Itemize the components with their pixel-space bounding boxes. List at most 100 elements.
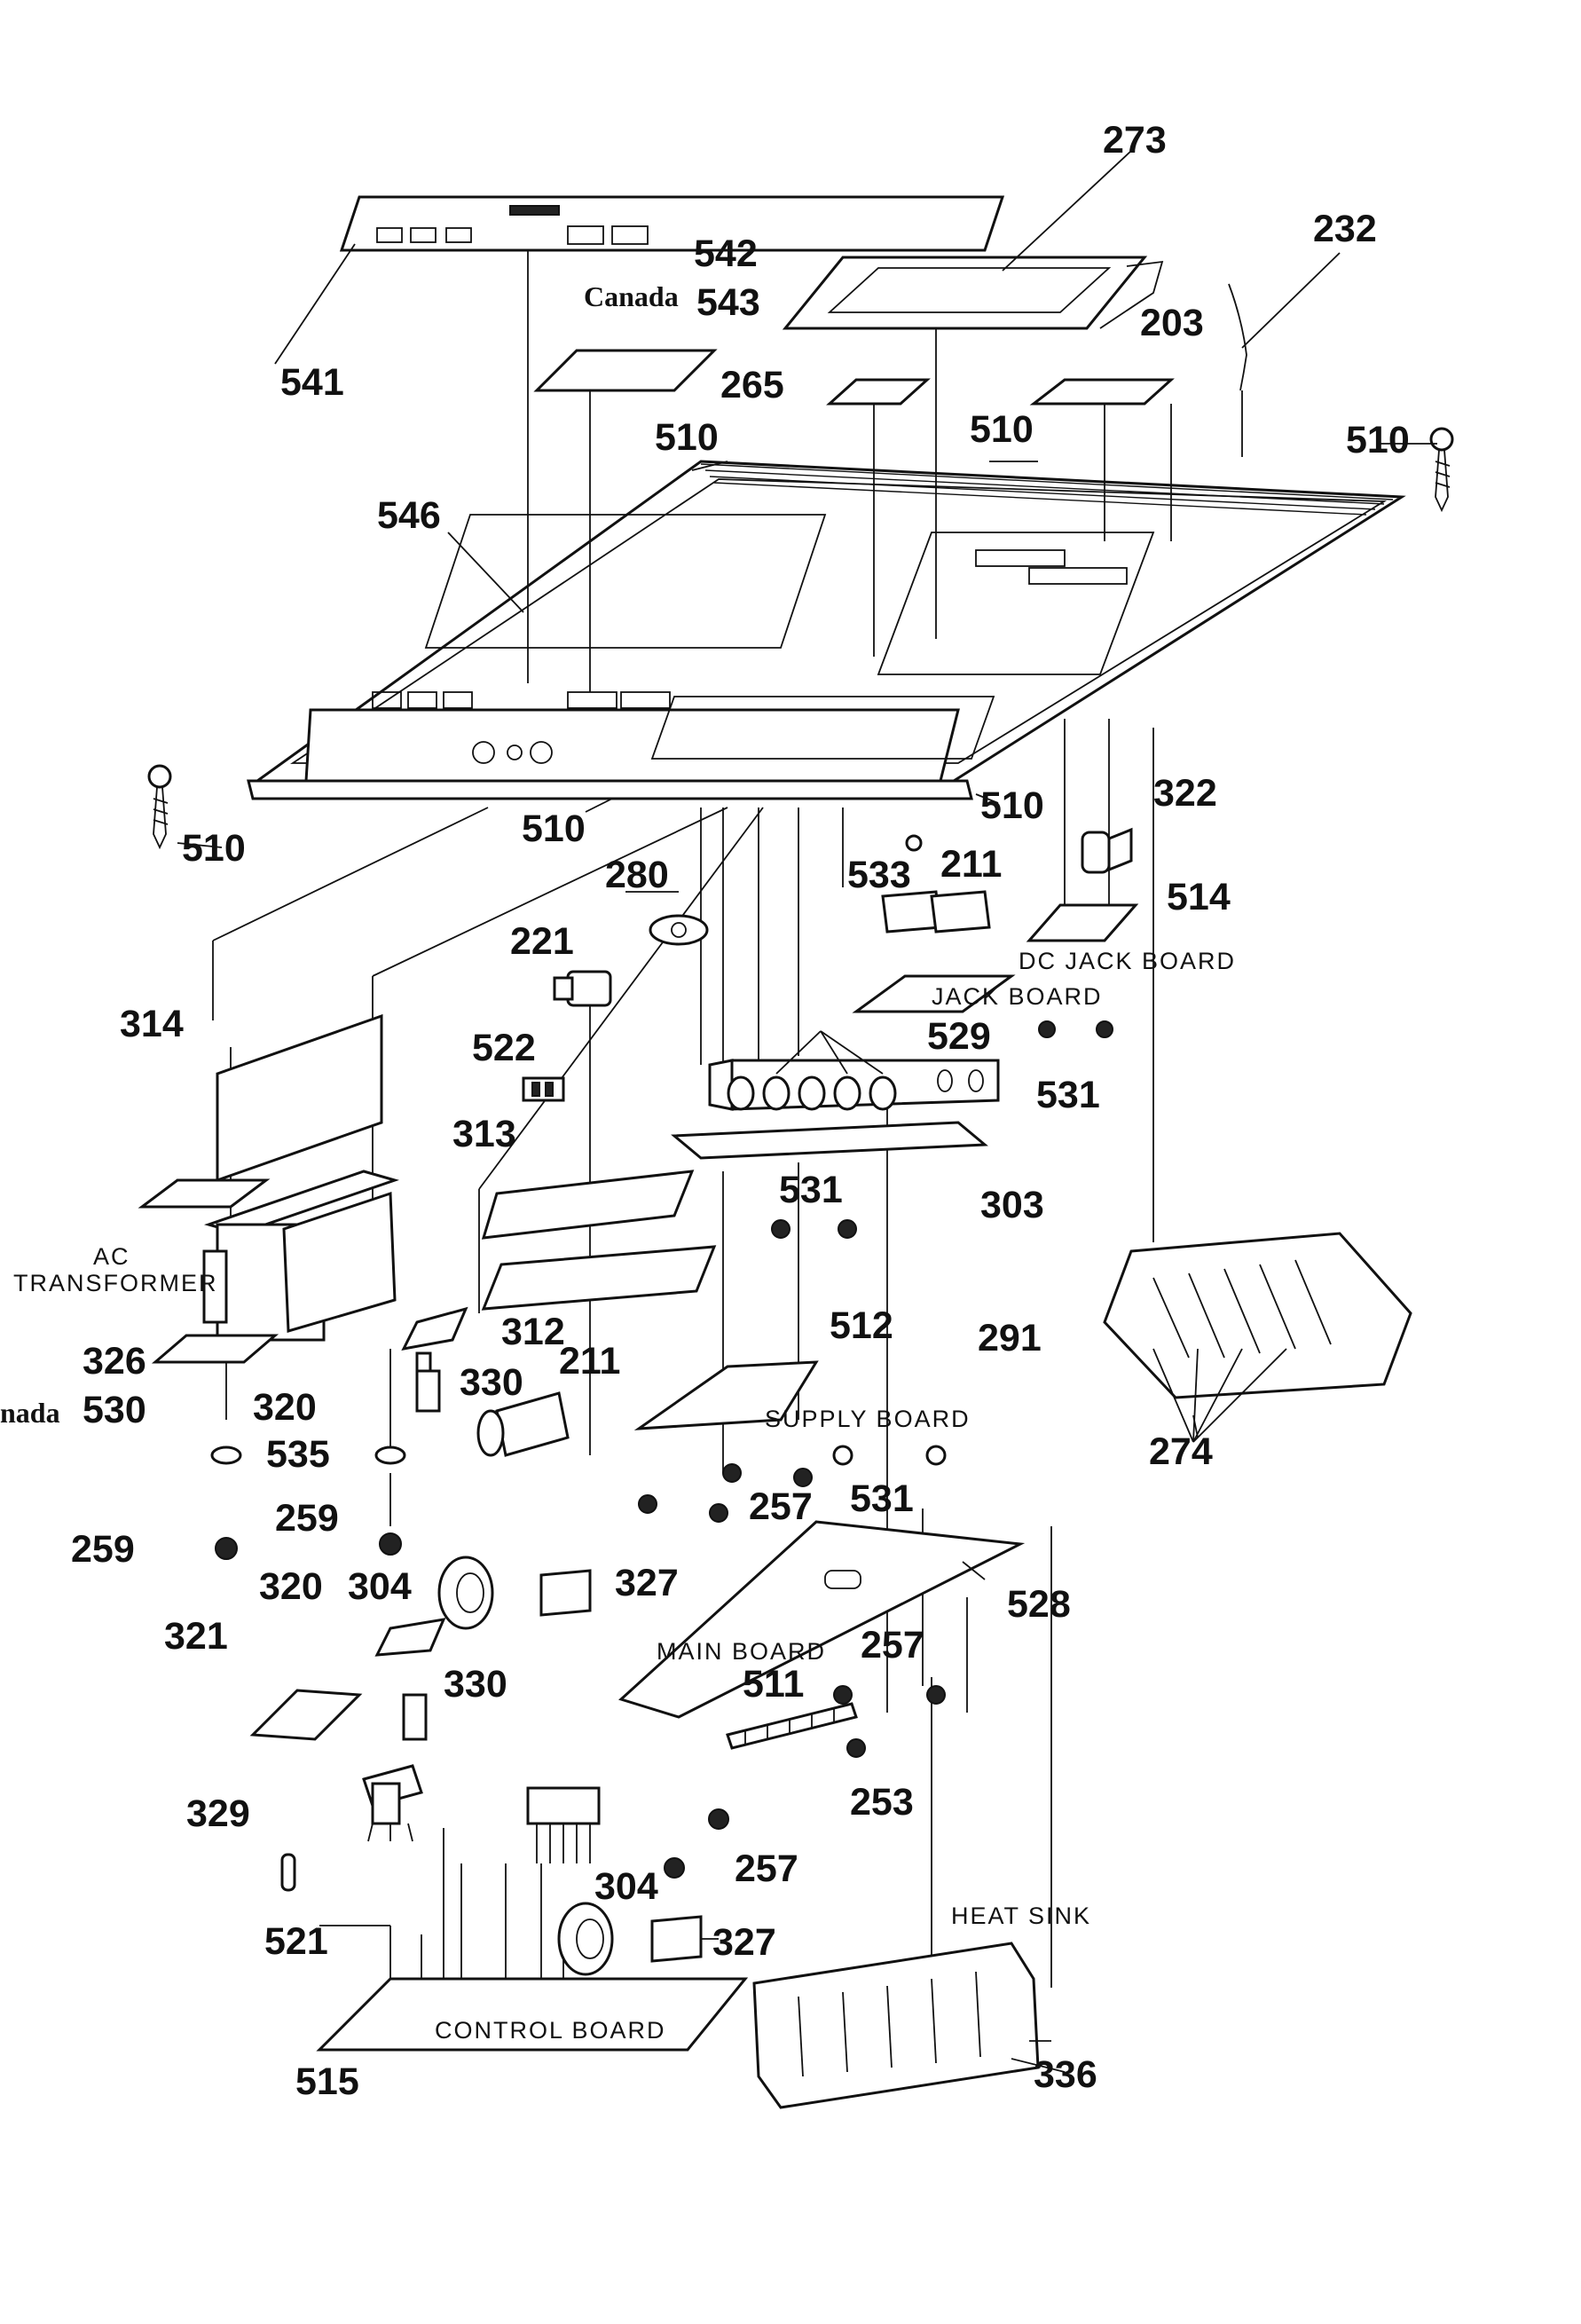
part-label-531-top: 531 [1036,1074,1100,1116]
part-label-253: 253 [850,1781,914,1824]
part-label-265: 265 [720,364,784,406]
canada-caption-top: Canada [584,280,679,312]
transformer-326 [151,1170,400,1364]
part-label-330-top: 330 [460,1361,523,1404]
part-label-531-mid: 531 [779,1169,843,1211]
part-label-529: 529 [927,1015,991,1058]
insulator-312 [481,1245,717,1311]
part-label-543: 543 [696,281,760,324]
fan-304-low [557,1902,614,1976]
front-panel-541 [339,195,1005,252]
terminal-221 [553,970,612,1007]
part-label-314: 314 [120,1003,184,1045]
heat-sink-336 [752,1942,1040,2109]
part-label-291: 291 [978,1317,1042,1359]
control-board-caption: CONTROL BOARD [435,2017,666,2044]
led-array [526,1786,601,1863]
part-label-221: 221 [510,920,574,963]
part-label-257-main: 257 [861,1624,924,1666]
label-plate-543 [533,349,718,392]
screw-531-mid [771,1219,857,1239]
part-label-321: 321 [164,1615,228,1658]
part-label-514: 514 [1167,876,1231,918]
screws-257-main [664,1685,946,1879]
bracket-314 [138,1013,383,1209]
screws-259 [215,1532,402,1560]
part-label-541: 541 [280,361,344,404]
connector-511 [726,1702,858,1750]
part-label-320-low: 320 [259,1565,323,1608]
pad-320-low [374,1618,446,1657]
thermal-fuse-280 [649,914,709,946]
supply-board-512 [633,1360,819,1430]
part-label-259-right: 259 [275,1497,339,1540]
screws-257-supply [638,1463,813,1523]
part-label-274: 274 [1149,1430,1213,1473]
part-label-211-mid: 211 [559,1340,620,1383]
insulator-313 [481,1170,695,1240]
part-label-312: 312 [501,1311,565,1353]
label-plate-265 [826,378,931,406]
ac-transformer-caption-line1: AC [93,1243,130,1270]
part-label-336: 336 [1034,2053,1097,2096]
part-label-535: 535 [266,1433,330,1476]
part-label-515: 515 [295,2060,359,2103]
part-label-259-left: 259 [71,1528,135,1571]
supply-board-caption: SUPPLY BOARD [765,1406,971,1432]
part-label-257-supply: 257 [749,1485,813,1528]
part-label-542: 542 [694,232,758,275]
part-label-304-top: 304 [348,1565,412,1608]
screw-253 [846,1738,866,1758]
part-label-533: 533 [847,854,911,896]
wire-232 [1228,283,1247,391]
pad-320-top [401,1306,468,1351]
part-label-530: 530 [83,1389,146,1431]
switch-330-top [415,1351,441,1413]
screw-510-left [147,764,172,850]
part-label-320-top: 320 [253,1386,317,1429]
control-board-515 [316,1977,749,2052]
part-label-512: 512 [830,1304,893,1347]
main-board-528 [618,1520,1026,1719]
screws-531-supply [832,1445,947,1466]
part-label-327-low: 327 [712,1921,776,1964]
top-cover-chassis [247,460,1406,800]
screw-510-right [1429,427,1454,513]
screw-531-top [1038,1020,1113,1038]
part-label-327-top: 327 [615,1562,679,1604]
fuse-521 [280,1853,296,1892]
part-label-304-low: 304 [594,1865,658,1908]
regulator-327-top [539,1569,592,1617]
part-label-203: 203 [1140,302,1204,344]
part-label-528: 528 [1007,1583,1071,1626]
main-board-caption: MAIN BOARD [657,1638,826,1665]
ac-transformer-caption-line2: TRANSFORMER [13,1270,218,1296]
heat-sink-caption: HEAT SINK [951,1903,1091,1929]
switch-322 [1081,827,1133,874]
fan-304-top [437,1556,494,1630]
switch-522 [522,1076,565,1102]
part-label-330-low: 330 [444,1663,507,1706]
display-window-273 [782,256,1164,330]
part-label-546: 546 [377,494,441,537]
part-label-232: 232 [1313,208,1377,250]
leaders-274 [1152,1348,1287,1443]
pad-321 [249,1689,363,1741]
regulator-327-low [650,1915,719,1963]
part-label-313: 313 [452,1113,516,1155]
main-board-slot [824,1570,861,1589]
part-label-510-a: 510 [655,416,719,459]
jack-block-303 [671,1030,1000,1160]
part-label-510-b: 510 [970,408,1034,451]
part-label-257-low: 257 [735,1847,798,1890]
part-label-510-f: 510 [980,784,1044,827]
part-label-510-c: 510 [1346,419,1410,461]
lower-leaders [319,1561,1066,2073]
part-label-510-d: 510 [182,827,246,870]
jack-211-top [881,834,991,934]
jack-board-caption: JACK BOARD [932,983,1103,1010]
part-label-280: 280 [605,854,669,896]
switch-329 [362,1764,423,1842]
jack-board-529 [852,974,1016,1013]
